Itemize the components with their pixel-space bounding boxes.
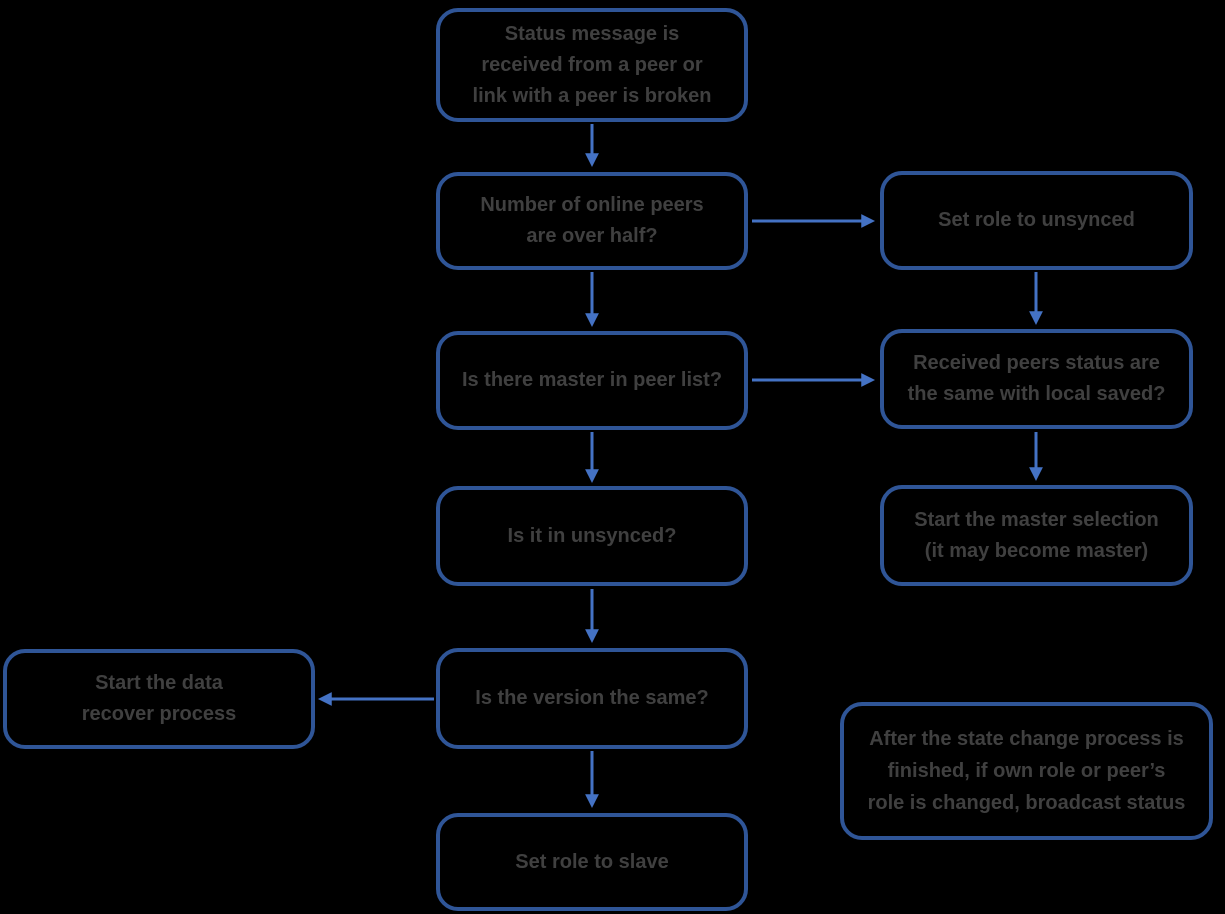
node-peers-status-same: Received peers status are the same with … <box>880 329 1193 429</box>
node-master-in-peer-list: Is there master in peer list? <box>436 331 748 430</box>
node-set-role-unsynced: Set role to unsynced <box>880 171 1193 270</box>
node-start-data-recover: Start the data recover process <box>3 649 315 749</box>
node-start-master-selection: Start the master selection (it may becom… <box>880 485 1193 586</box>
node-status-received: Status message is received from a peer o… <box>436 8 748 122</box>
node-set-role-slave: Set role to slave <box>436 813 748 911</box>
node-peers-over-half: Number of online peers are over half? <box>436 172 748 270</box>
node-is-unsynced: Is it in unsynced? <box>436 486 748 586</box>
node-broadcast-note: After the state change process is finish… <box>840 702 1213 840</box>
node-version-same: Is the version the same? <box>436 648 748 749</box>
